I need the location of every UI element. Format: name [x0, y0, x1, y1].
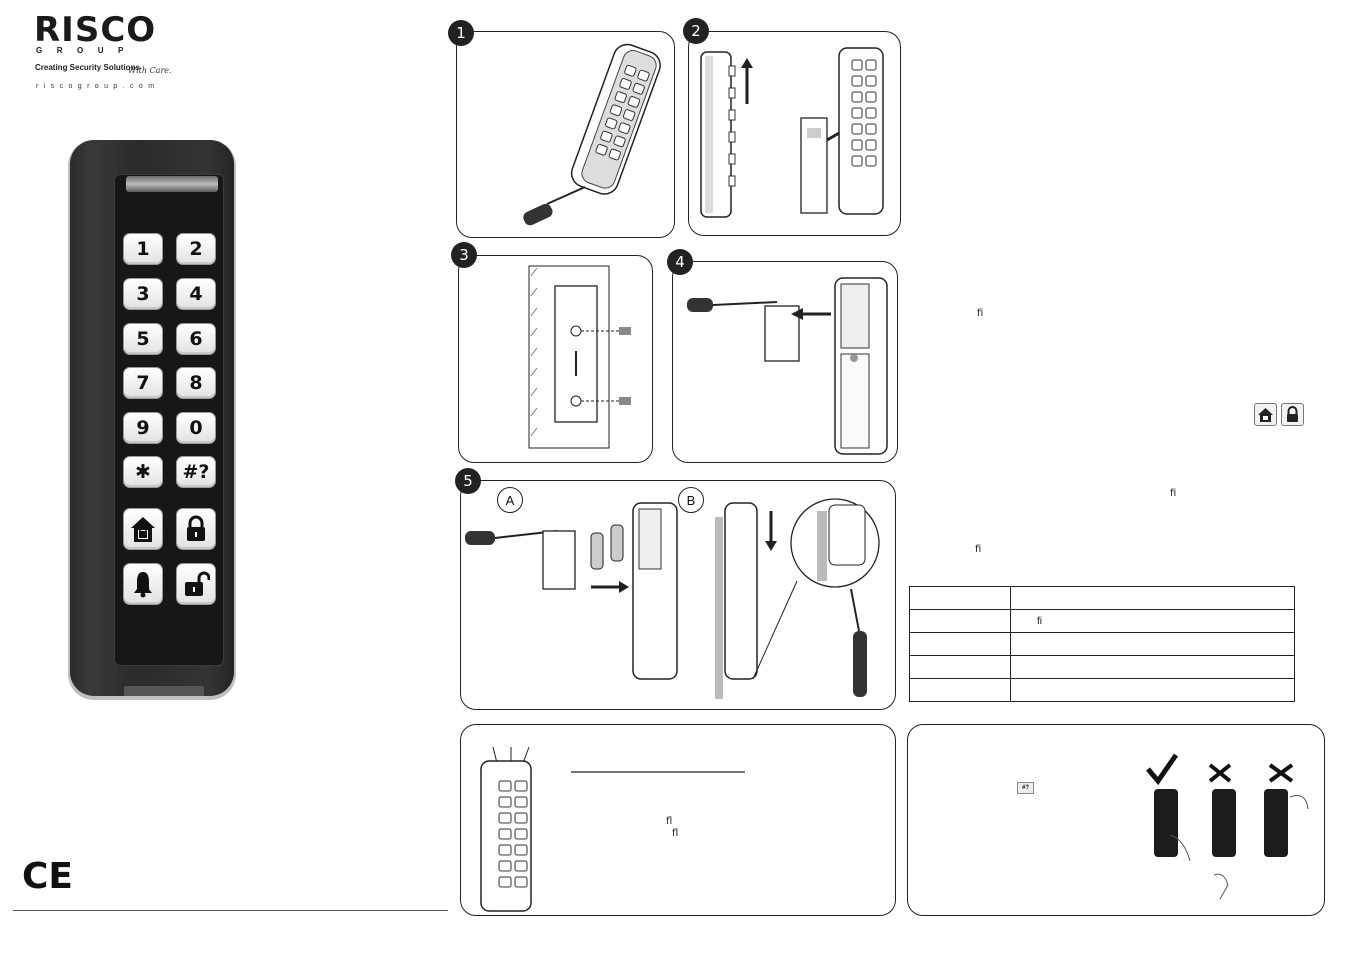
ce-mark: CE: [22, 856, 74, 897]
key-6: 6: [176, 323, 216, 355]
step-4-badge: 4: [667, 249, 693, 275]
proximity-panel: [907, 724, 1325, 916]
lock-icon: [176, 508, 216, 550]
key-5: 5: [123, 323, 163, 355]
brand-tagline-script: With Care.: [128, 66, 172, 75]
step-3-badge: 3: [451, 242, 477, 268]
fragment-fi-3: fi: [975, 544, 982, 555]
key-8: 8: [176, 367, 216, 399]
fragment-fi-2: fi: [1170, 488, 1177, 499]
key-7: 7: [123, 367, 163, 399]
key-9: 9: [123, 412, 163, 444]
brand-group-label: GROUP: [36, 46, 138, 55]
step-5-badge: 5: [455, 468, 481, 494]
table-row: [909, 632, 1295, 656]
key-0: 0: [176, 412, 216, 444]
keypad-bottom-clip: [124, 686, 204, 696]
table-row: fi: [909, 609, 1295, 633]
step-1-panel: [456, 31, 675, 238]
table-row: [909, 586, 1295, 610]
step-5-sub-b: B: [678, 487, 704, 513]
fragment-fl-1: fl: [666, 816, 673, 827]
home-lock-icon: [1254, 403, 1277, 426]
step-2-badge: 2: [683, 18, 709, 44]
key-4: 4: [176, 278, 216, 310]
unlock-icon: [176, 563, 216, 605]
hash-key-icon: #?: [1017, 782, 1034, 794]
key-2: 2: [176, 233, 216, 265]
step-1-illustration: [523, 43, 661, 226]
brand-url: riscogroup.com: [36, 83, 160, 90]
step-1-badge: 1: [448, 20, 474, 46]
key-star: ✱: [123, 456, 163, 488]
step-4-illustration: [687, 277, 888, 455]
brand-tagline: Creating Security Solutions: [35, 63, 140, 72]
step-4-panel: [672, 261, 898, 463]
step-3-panel: [458, 255, 653, 463]
step-2-illustration: [700, 47, 884, 218]
table-row: [909, 655, 1295, 679]
brand-logo-wordmark: RISCO: [34, 10, 156, 50]
lock-icon: [1281, 403, 1304, 426]
key-3: 3: [123, 278, 163, 310]
spec-table: fi: [909, 586, 1295, 702]
key-1: 1: [123, 233, 163, 265]
step-3-illustration: [528, 265, 631, 449]
table-row: [909, 678, 1295, 702]
keypad-led-bar: [126, 176, 218, 192]
key-hash-question: #?: [176, 456, 216, 488]
step-5-sub-a: A: [497, 487, 523, 513]
led-keypad-illustration: [480, 746, 745, 912]
home-lock-icon: [123, 508, 163, 550]
step-5-panel: [460, 480, 896, 710]
bell-icon: [123, 563, 163, 605]
fragment-fl-2: fl: [672, 828, 679, 839]
step-5-illustration: [465, 498, 880, 699]
fragment-fi-1: fi: [977, 308, 984, 319]
fragment-fi-table: fi: [1010, 609, 1295, 633]
bottom-rule: [13, 910, 448, 911]
proximity-illustration: [1146, 753, 1309, 900]
step-2-panel: [688, 31, 901, 236]
brand-name: RISCO: [34, 10, 157, 50]
led-indicator-panel: [460, 724, 896, 916]
